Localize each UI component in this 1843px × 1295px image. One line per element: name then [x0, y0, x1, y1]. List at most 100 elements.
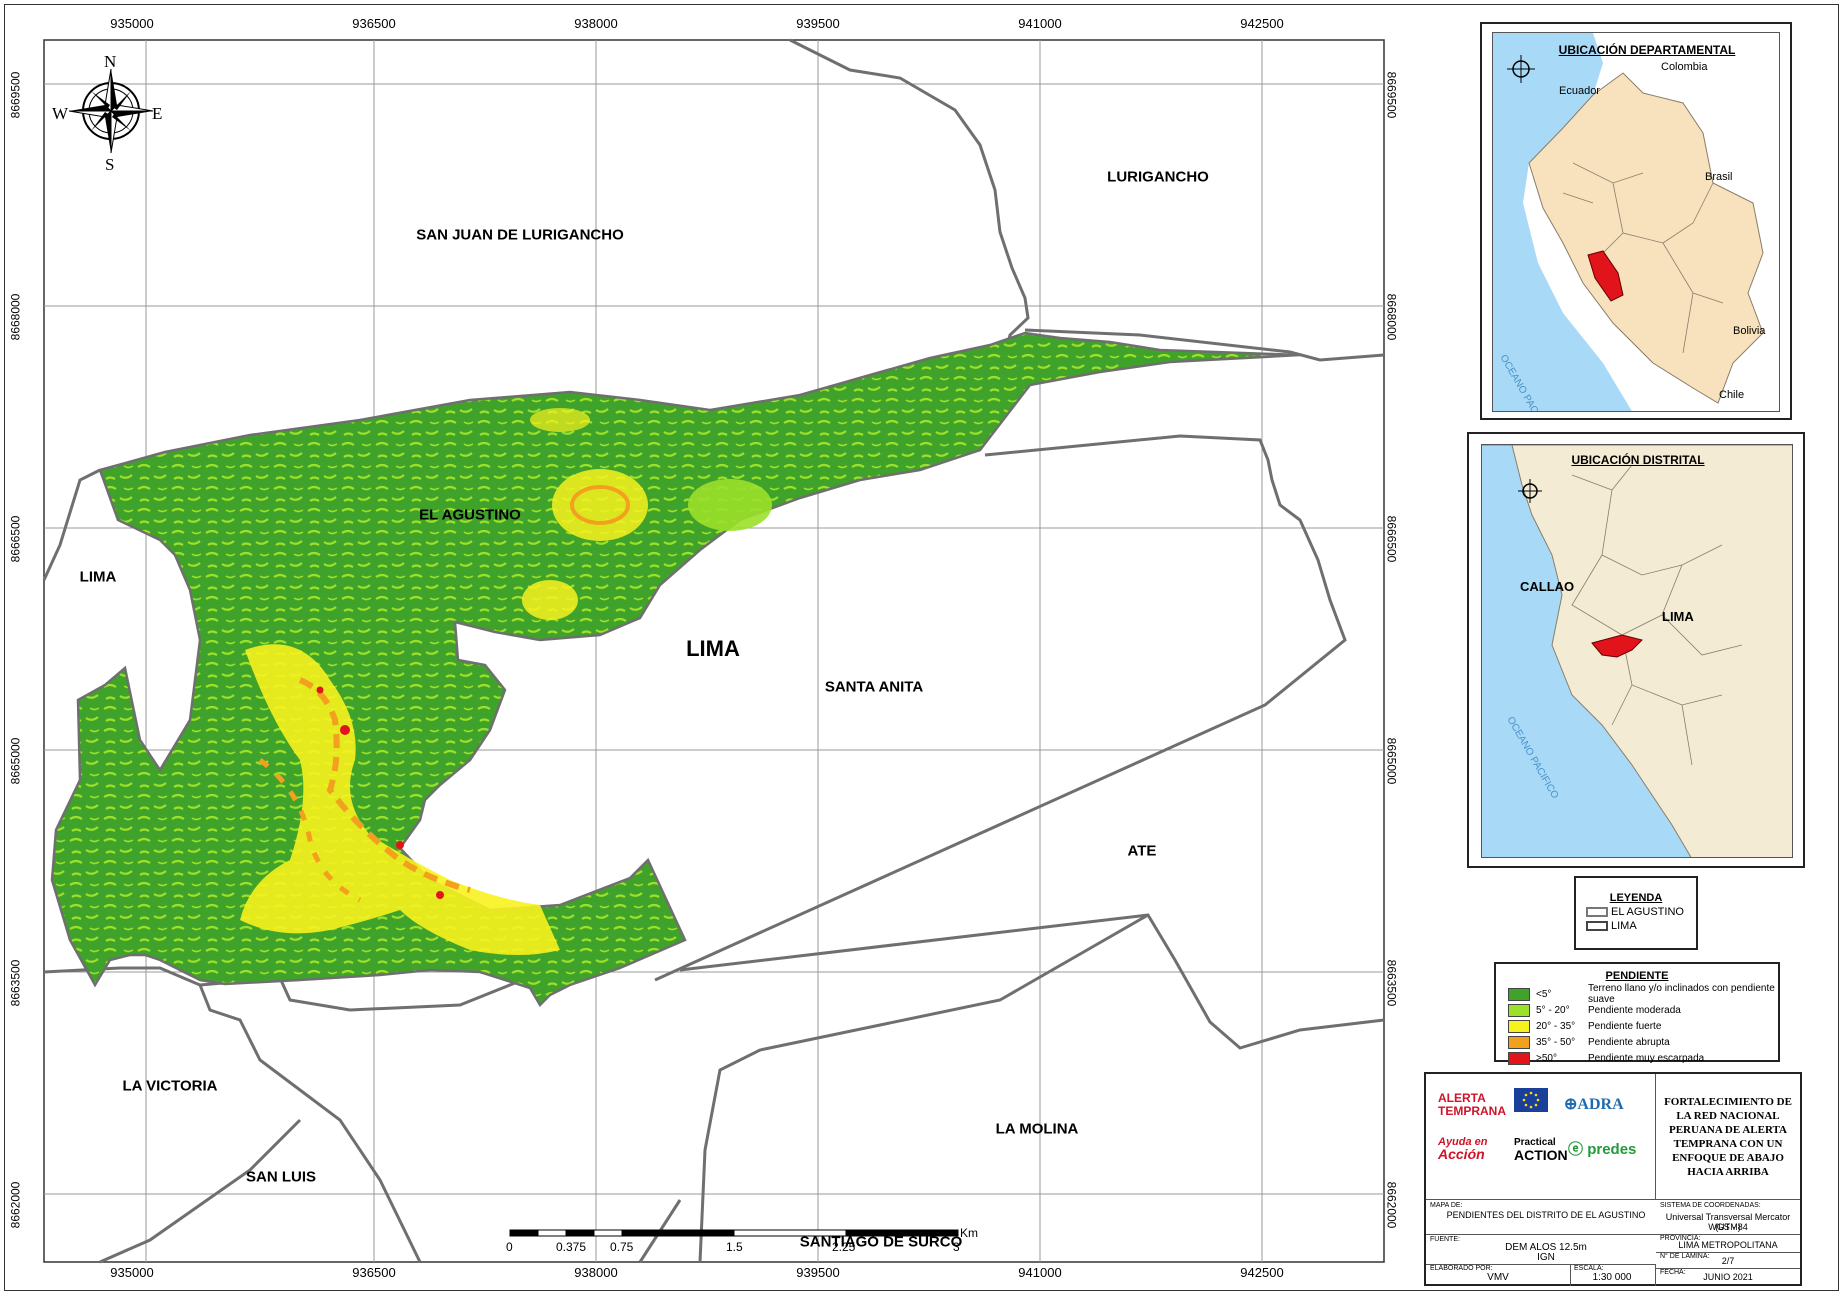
x-tick-label: 935000 — [110, 16, 154, 31]
label-brasil: Brasil — [1705, 171, 1733, 183]
x-tick-label: 941000 — [1018, 1265, 1062, 1280]
scale-tick-label: 0 — [506, 1240, 513, 1254]
slope-description: Pendiente fuerte — [1588, 1020, 1662, 1032]
scale-bar — [509, 1229, 959, 1237]
scale-tick-label: 2.25 — [832, 1240, 856, 1254]
slope-swatch — [1508, 1035, 1530, 1049]
label-lima-west: LIMA — [79, 568, 117, 586]
inset-departamental-title: UBICACIÓN DEPARTAMENTAL — [1558, 43, 1736, 57]
label-lima-center: LIMA — [686, 636, 740, 661]
slope-legend-item: >50° Pendiente muy escarpada — [1508, 1050, 1778, 1066]
grid-lines — [44, 40, 1384, 1262]
east-label: E — [152, 104, 163, 123]
slope-legend-item: <5° Terreno llano y/o inclinados con pend… — [1508, 983, 1778, 1005]
scale-tick-label: 1.5 — [726, 1240, 743, 1254]
legend-title: LEYENDA — [1609, 892, 1663, 904]
escala-cell: ESCALA: 1:30 000 — [1570, 1264, 1656, 1286]
x-tick-label: 939500 — [796, 1265, 840, 1280]
inset-distrital-title: UBICACIÓN DISTRITAL — [1571, 453, 1705, 467]
legend-item-lima: LIMA — [1586, 920, 1696, 932]
x-tick-label: 938000 — [574, 1265, 618, 1280]
west-label: W — [52, 104, 69, 123]
label-lima: LIMA — [1662, 609, 1694, 624]
inset-departamental-map[interactable]: Ecuador Colombia Brasil Bolivia Chile OC… — [1492, 32, 1780, 412]
predes-icon: ⓔ — [1568, 1141, 1584, 1158]
slope-legend-item: 20° - 35° Pendiente fuerte — [1508, 1018, 1778, 1034]
label-chile: Chile — [1719, 389, 1745, 401]
x-tick-label: 936500 — [352, 1265, 396, 1280]
label-bolivia: Bolivia — [1733, 325, 1766, 337]
elaborado-cell: ELABORADO POR: VMV — [1426, 1264, 1571, 1286]
slope-legend-item: 5° - 20° Pendiente moderada — [1508, 1002, 1778, 1018]
north-label: N — [104, 52, 117, 71]
slope-legend-title: PENDIENTE — [1605, 970, 1669, 982]
x-tick-label: 941000 — [1018, 16, 1062, 31]
slope-description: Terreno llano y/o inclinados con pendien… — [1588, 983, 1775, 1005]
label-la-victoria: LA VICTORIA — [122, 1077, 218, 1095]
legend-box: LEYENDA EL AGUSTINO LIMA — [1574, 876, 1698, 950]
fuente-cell: FUENTE: DEM ALOS 12.5m IGN — [1426, 1234, 1656, 1265]
x-tick-label: 939500 — [796, 16, 840, 31]
x-tick-label: 942500 — [1240, 1265, 1284, 1280]
inset-departamental: Ecuador Colombia Brasil Bolivia Chile OC… — [1480, 22, 1792, 420]
slope-legend-item: 35° - 50°Pendiente abrupta — [1508, 1034, 1778, 1050]
scale-tick-label: 0.375 — [556, 1240, 587, 1254]
slope-range: 5° - 20° — [1536, 1004, 1570, 1016]
south-label: S — [105, 155, 115, 174]
slope-range: 20° - 35° — [1536, 1020, 1576, 1032]
legend-swatch — [1586, 907, 1608, 917]
info-left: MAPA DE: PENDIENTES DEL DISTRITO DE EL A… — [1426, 1200, 1656, 1286]
label-ecuador: Ecuador — [1559, 85, 1600, 97]
scale-unit: Km — [960, 1226, 978, 1240]
slope-range: <5° — [1536, 988, 1552, 1000]
north-arrow-icon — [68, 68, 154, 154]
project-title: FORTALECIMIENTO DE LA RED NACIONAL PERUA… — [1656, 1074, 1800, 1200]
label-lurigancho: LURIGANCHO — [1107, 168, 1209, 186]
label-santiago-de-surco: SANTIAGO DE SURCO — [799, 1233, 963, 1251]
map-frame — [4, 4, 1839, 1291]
fecha-cell: FECHA: JUNIO 2021 — [1660, 1269, 1753, 1282]
scale-tick-label: 3 — [953, 1240, 960, 1254]
label-el-agustino: EL AGUSTINO — [419, 506, 521, 524]
logos-area: ALERTA TEMPRANA ⊕ADRA Ayuda en Acción Pr… — [1426, 1074, 1656, 1200]
legend-swatch — [1586, 921, 1608, 931]
mapa-de-cell: MAPA DE: PENDIENTES DEL DISTRITO DE EL A… — [1426, 1200, 1656, 1235]
provincia-cell: PROVINCIA: LIMA METROPOLITANA — [1656, 1234, 1800, 1253]
slope-swatch — [1508, 987, 1530, 1001]
legend-item-el-agustino: EL AGUSTINO — [1586, 906, 1696, 918]
peru-map — [1493, 33, 1779, 411]
label-ate: ATE — [1127, 842, 1157, 860]
logo-predes: ⓔ predes — [1568, 1141, 1637, 1158]
scale-tick-label: 0.75 — [610, 1240, 634, 1254]
x-tick-label: 942500 — [1240, 16, 1284, 31]
globe-icon: ⊕ — [1564, 1096, 1578, 1113]
slope-swatch — [1508, 1003, 1530, 1017]
logo-adra: ⊕ADRA — [1564, 1096, 1624, 1113]
eu-flag-icon — [1514, 1088, 1548, 1112]
logo-practical-action: Practical ACTION — [1514, 1137, 1568, 1163]
slope-description: Pendiente abrupta — [1588, 1036, 1670, 1048]
inset-distrital-map[interactable]: CALLAO LIMA OCEANO PACIFICO UBICACIÓN DI… — [1481, 444, 1793, 858]
label-la-molina: LA MOLINA — [995, 1120, 1079, 1138]
label-santa-anita: SANTA ANITA — [824, 678, 924, 696]
label-callao: CALLAO — [1520, 579, 1575, 594]
lamina-cell: N° DE LAMINA: 2/7 — [1656, 1252, 1800, 1269]
slope-range: >50° — [1536, 1052, 1557, 1064]
lima-map — [1482, 445, 1792, 857]
x-tick-label: 938000 — [574, 16, 618, 31]
slope-legend: PENDIENTE <5° Terreno llano y/o inclinado… — [1494, 962, 1780, 1065]
slope-swatch — [1508, 1051, 1530, 1065]
x-tick-label: 935000 — [110, 1265, 154, 1280]
slope-description: Pendiente moderada — [1588, 1004, 1681, 1016]
info-right: SISTEMA DE COORDENADAS: Universal Transv… — [1656, 1200, 1800, 1284]
slope-description: Pendiente muy escarpada — [1588, 1052, 1705, 1064]
inset-distrital: CALLAO LIMA OCEANO PACIFICO UBICACIÓN DI… — [1467, 432, 1805, 868]
title-block: ALERTA TEMPRANA ⊕ADRA Ayuda en Acción Pr… — [1424, 1072, 1802, 1286]
label-colombia: Colombia — [1661, 61, 1708, 73]
el-agustino-slope-area — [50, 331, 1301, 1008]
label-san-juan-de-lurigancho: SAN JUAN DE LURIGANCHO — [416, 226, 624, 244]
label-san-luis: SAN LUIS — [245, 1168, 317, 1186]
district-boundaries — [42, 38, 1385, 1264]
slope-swatch — [1508, 1019, 1530, 1033]
